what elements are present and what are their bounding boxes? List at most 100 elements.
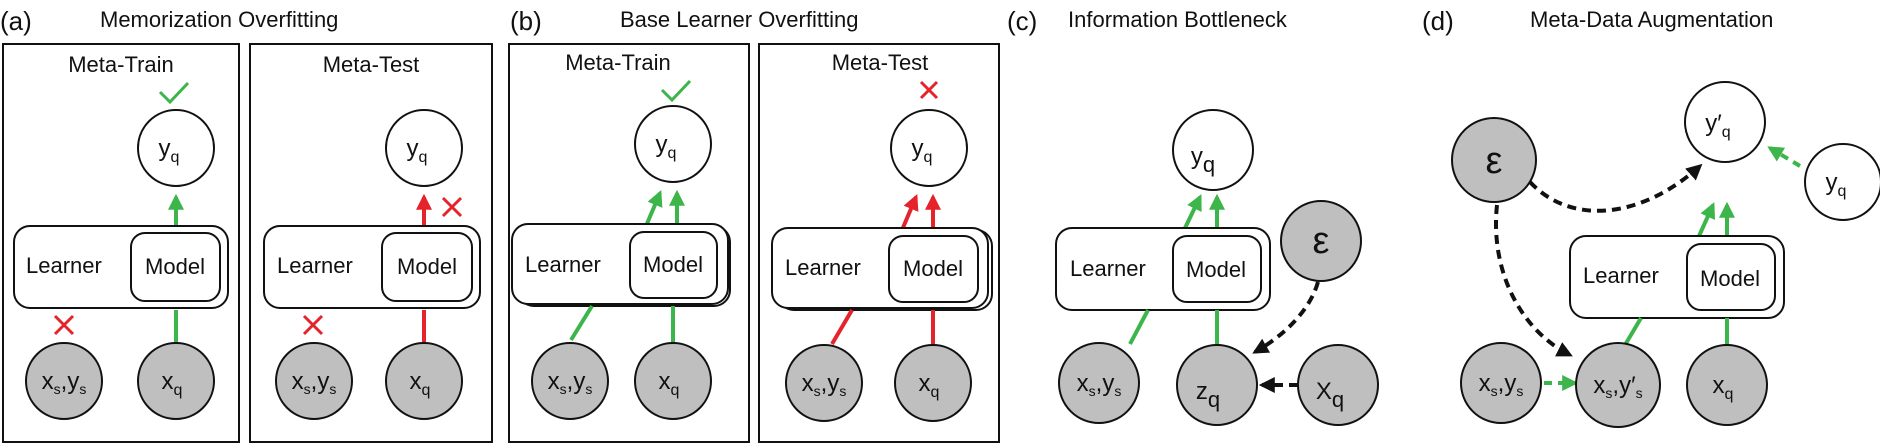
node-xs-ys-label: xs,ys [1479, 370, 1524, 399]
node-xs-ys-label: xs,ys [292, 368, 337, 397]
panel-b-label: (b) [510, 6, 542, 36]
cross-mark-icon [441, 196, 463, 218]
panel-d: (d) Meta-Data Augmentation ε y′q yq Lear… [1422, 6, 1880, 428]
arrow-learner-to-yprime [1697, 202, 1716, 237]
check-mark-icon [660, 79, 692, 103]
model-box-b-train [629, 231, 718, 299]
panel-d-title: Meta-Data Augmentation [1530, 7, 1773, 32]
panel-b-title: Base Learner Overfitting [620, 7, 858, 32]
meta-test-box-b [758, 43, 1000, 443]
node-yq-d [1804, 143, 1880, 221]
model-box-d [1686, 243, 1776, 311]
node-Xq-c [1297, 344, 1379, 426]
model-label: Model [145, 254, 205, 279]
meta-test-title-a: Meta-Test [323, 52, 420, 77]
node-xs-ys-label: xs,ys [802, 370, 847, 399]
panel-c: (c) Information Bottleneck yq Learner Mo… [1007, 6, 1379, 426]
node-xs-ys-a-test [275, 342, 353, 420]
meta-train-title-a: Meta-Train [68, 52, 174, 77]
node-yq-label: yq [407, 135, 428, 166]
edge-xsys-to-learner [1128, 309, 1150, 345]
node-xq-a-test [385, 342, 463, 420]
meta-train-title-b: Meta-Train [565, 50, 671, 75]
learner-label: Learner [1583, 263, 1659, 288]
edge-xsys-to-learner [569, 304, 594, 342]
node-xq-label: xq [162, 368, 183, 399]
node-zq-label: zq [1196, 378, 1220, 412]
model-box-a-test [381, 232, 473, 302]
cross-mark-icon [53, 314, 75, 336]
panel-a: (a) Memorization Overfitting Meta-Train … [0, 6, 493, 443]
node-xq-d [1686, 344, 1768, 426]
node-xq-b-test [894, 344, 972, 422]
node-yq-c [1172, 109, 1254, 191]
panel-a-label: (a) [0, 6, 32, 36]
edge-xsys-to-learner [830, 308, 854, 346]
node-xs-ys-label: xs,ys [1077, 370, 1122, 399]
node-yq-label: yq [159, 135, 180, 166]
learner-label: Learner [525, 252, 601, 277]
arrow-epsilon-to-zq [1252, 281, 1320, 354]
cross-mark-icon [919, 80, 939, 100]
node-yq-label: yq [656, 131, 677, 162]
meta-test-box-a [249, 43, 493, 443]
model-label: Model [397, 254, 457, 279]
node-xs-yprime-s [1575, 342, 1661, 428]
node-zq-c [1176, 344, 1258, 426]
model-label: Model [1186, 257, 1246, 282]
model-label: Model [903, 256, 963, 281]
node-xs-ys-label: xs,ys [548, 368, 593, 397]
node-xs-ys-c [1058, 342, 1140, 424]
node-yq-a-test [385, 109, 463, 187]
node-xs-yprime-s-label: xs,y′s [1593, 372, 1642, 401]
model-label: Model [1700, 266, 1760, 291]
node-xq-label: xq [1713, 372, 1734, 403]
panel-d-label: (d) [1422, 6, 1454, 36]
edge-xs-yprime-to-learner [1623, 316, 1643, 347]
arrow-epsilon-to-yprime [1528, 163, 1703, 213]
node-yprime-q-label: y′q [1705, 110, 1730, 141]
learner-label: Learner [785, 255, 861, 280]
node-xs-ys-a-train [25, 342, 103, 420]
node-yq-a-train [137, 109, 215, 187]
meta-test-title-b: Meta-Test [832, 50, 929, 75]
panel-c-title: Information Bottleneck [1068, 7, 1288, 32]
epsilon-label: ε [1486, 140, 1503, 182]
meta-train-box-b [508, 43, 750, 443]
node-yq-label: yq [912, 135, 933, 166]
arrow-learner-to-yq [644, 190, 663, 227]
node-yq-b-test [890, 109, 968, 187]
check-mark-icon [158, 81, 190, 105]
node-yq-label: yq [1826, 169, 1847, 200]
node-xs-ys-label: xs,ys [42, 368, 87, 397]
node-epsilon-d [1451, 117, 1537, 203]
node-xq-b-train [634, 342, 712, 420]
node-epsilon-c [1280, 200, 1362, 282]
meta-train-box-a [2, 43, 240, 443]
arrow-learner-to-yq [900, 194, 919, 231]
learner-label: Learner [277, 253, 353, 278]
node-xs-ys-d [1460, 342, 1542, 424]
node-yq-b-train [634, 105, 712, 183]
cross-mark-icon [302, 314, 324, 336]
node-yprime-q [1684, 81, 1766, 163]
model-label: Model [643, 252, 703, 277]
node-xq-a-train [137, 342, 215, 420]
panel-a-title: Memorization Overfitting [100, 7, 338, 32]
node-xq-label: xq [919, 370, 940, 401]
arrow-yq-to-yprime [1767, 146, 1802, 168]
model-box-a-train [130, 232, 221, 302]
epsilon-label: ε [1313, 220, 1330, 262]
model-box-c [1172, 235, 1262, 303]
node-xs-ys-b-train [531, 342, 609, 420]
arrow-epsilon-to-xs-yprime [1494, 204, 1573, 357]
model-box-b-test [888, 235, 979, 303]
learner-label: Learner [1070, 256, 1146, 281]
node-xq-label: xq [659, 368, 680, 399]
panel-c-label: (c) [1007, 6, 1037, 36]
learner-label: Learner [26, 253, 102, 278]
node-xs-ys-b-test [785, 344, 863, 422]
arrow-learner-to-yq [1183, 194, 1202, 229]
node-yq-label: yq [1191, 143, 1215, 177]
